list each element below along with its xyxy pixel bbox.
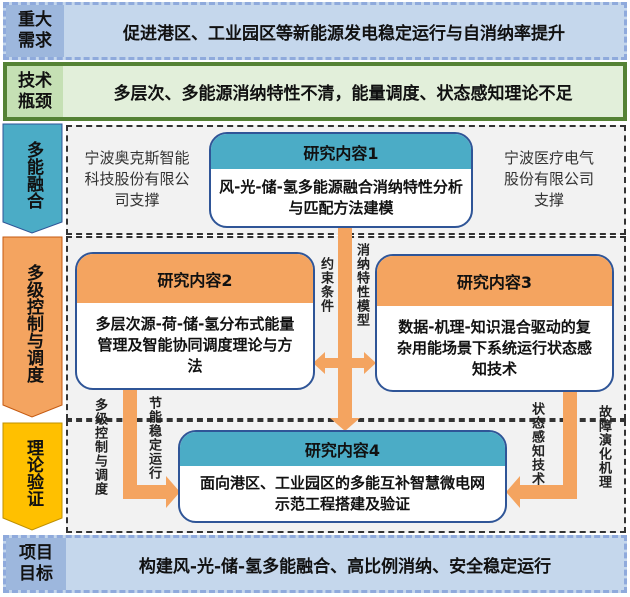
stage-chevron-1: [2, 123, 63, 234]
stage-label-3: 理论验证: [23, 438, 43, 507]
support-left: 宁波奥克斯智能科技股份有限公司支撑: [84, 149, 190, 209]
stage-label-2: 多级控制与调度: [23, 263, 43, 383]
stage-label-1: 多能融合: [23, 141, 43, 209]
research-card-2: 研究内容2 多层次源-荷-储-氢分布式能量管理及智能协同调度理论与方法: [75, 252, 315, 390]
arrow-rc2-to-rc4: [123, 390, 180, 508]
bottleneck-row: 技术瓶颈 多层次、多能源消纳特性不清，能量调度、状态感知理论不足: [3, 62, 627, 121]
demand-row: 重大需求 促进港区、工业园区等新能源发电稳定运行与自消纳率提升: [3, 2, 627, 60]
research-body-4: 面向港区、工业园区的多能互补智慧微电网示范工程搭建及验证: [200, 473, 486, 513]
research-card-4: 研究内容4 面向港区、工业园区的多能互补智慧微电网示范工程搭建及验证: [178, 430, 507, 523]
research-title-3: 研究内容3: [377, 256, 612, 306]
research-body-1: 风-光-储-氢多能源融合消纳特性分析与匹配方法建模: [219, 177, 463, 217]
double-arrow-rc2-rc3: [313, 352, 376, 374]
research-card-1: 研究内容1 风-光-储-氢多能源融合消纳特性分析与匹配方法建模: [209, 132, 473, 228]
link-model: 消纳特性模型: [354, 243, 369, 327]
demand-text: 促进港区、工业园区等新能源发电稳定运行与自消纳率提升: [123, 23, 565, 44]
goal-label: 项目目标: [6, 538, 66, 590]
goal-row: 项目目标 构建风-光-储-氢多能融合、高比例消纳、安全稳定运行: [3, 535, 627, 593]
stage-chevron-3: [2, 422, 63, 531]
stage-chevrons: [2, 123, 63, 531]
link-state: 状态感知技术: [529, 402, 544, 486]
research-body-2: 多层次源-荷-储-氢分布式能量管理及智能协同调度理论与方法: [95, 315, 295, 375]
support-right: 宁波医疗电气股份有限公司支撑: [503, 149, 594, 209]
link-fault: 故障演化机理: [596, 405, 611, 489]
arrow-rc3-to-rc4: [506, 392, 577, 508]
link-constraint: 约束条件: [318, 257, 333, 313]
bottleneck-text: 多层次、多能源消纳特性不清，能量调度、状态感知理论不足: [113, 84, 573, 104]
research-title-4: 研究内容4: [180, 432, 505, 466]
bottleneck-label: 技术瓶颈: [7, 66, 63, 117]
demand-label: 重大需求: [6, 5, 64, 57]
research-title-2: 研究内容2: [77, 254, 313, 303]
arrow-rc1-to-rc4: [330, 228, 360, 431]
research-body-3: 数据-机理-知识混合驱动的复杂用能场景下系统运行状态感知技术: [396, 317, 592, 378]
stage-chevron-2: [2, 236, 63, 418]
link-multilevel: 多级控制与调度: [92, 398, 107, 496]
research-title-1: 研究内容1: [211, 134, 471, 169]
research-card-3: 研究内容3 数据-机理-知识混合驱动的复杂用能场景下系统运行状态感知技术: [375, 254, 614, 392]
goal-text: 构建风-光-储-氢多能融合、高比例消纳、安全稳定运行: [138, 556, 552, 577]
link-energy-saving: 节能稳定运行: [146, 396, 161, 480]
